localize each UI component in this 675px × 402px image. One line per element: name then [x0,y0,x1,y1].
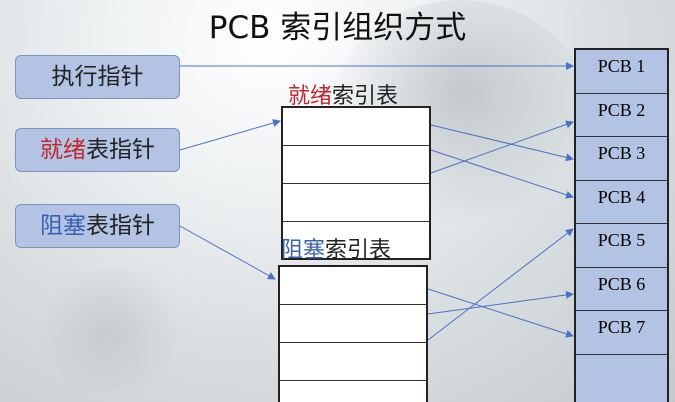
ready-index-row [283,108,429,146]
ready-pointer-box: 就绪表指针 [15,128,180,172]
exec-pointer-box: 执行指针 [15,55,180,99]
arrow-ready-row2-to-pcb2 [430,120,574,174]
blocked-index-table [278,265,428,402]
blocked-index-row [280,305,426,343]
ready-pointer-prefix: 就绪 [40,137,86,163]
ready-table-label-suffix: 索引表 [332,84,399,109]
blocked-pointer-suffix: 表指针 [86,213,155,239]
ready-table-label: 就绪索引表 [288,78,398,110]
pcb-table: PCB 1 PCB 2 PCB 3 PCB 4 PCB 5 PCB 6 PCB … [574,48,669,402]
pcb-cell: PCB 3 [576,137,667,181]
blocked-table-label-suffix: 索引表 [325,238,392,263]
ready-index-row [283,184,429,222]
pcb-cell: PCB 4 [576,181,667,224]
pcb-cell: PCB 1 [576,50,667,94]
pcb-cell: PCB 5 [576,224,667,268]
pcb-cell: PCB 6 [576,268,667,311]
blocked-table-label-prefix: 阻塞 [281,238,326,263]
ready-pointer-suffix: 表指针 [86,137,155,163]
arrow-ready-row1-to-pcb3 [430,124,574,162]
blocked-pointer-prefix: 阻塞 [40,213,86,239]
arrow-blocked-row1-to-pcb7 [427,288,574,338]
exec-pointer-label: 执行指针 [51,64,144,90]
ready-index-table [281,106,431,260]
blocked-pointer-box: 阻塞表指针 [15,204,180,248]
blocked-table-label: 阻塞索引表 [281,232,391,264]
background-decoration [30,270,190,390]
arrow-blocked-row3-to-pcb5 [427,228,574,341]
ready-index-row [283,146,429,184]
pcb-cell: PCB 2 [576,94,667,137]
slide-title: PCB 索引组织方式 [208,10,467,46]
blocked-index-row [280,267,426,305]
pcb-cell: PCB 7 [576,311,667,355]
arrow-blocked-pointer-to-table [179,225,276,280]
blocked-index-row [280,343,426,381]
arrow-ready-pointer-to-table [179,119,281,151]
ready-table-label-prefix: 就绪 [288,84,333,109]
arrow-blocked-row2-to-pcb6 [427,290,574,315]
arrow-ready-row2-to-pcb4 [430,149,574,199]
